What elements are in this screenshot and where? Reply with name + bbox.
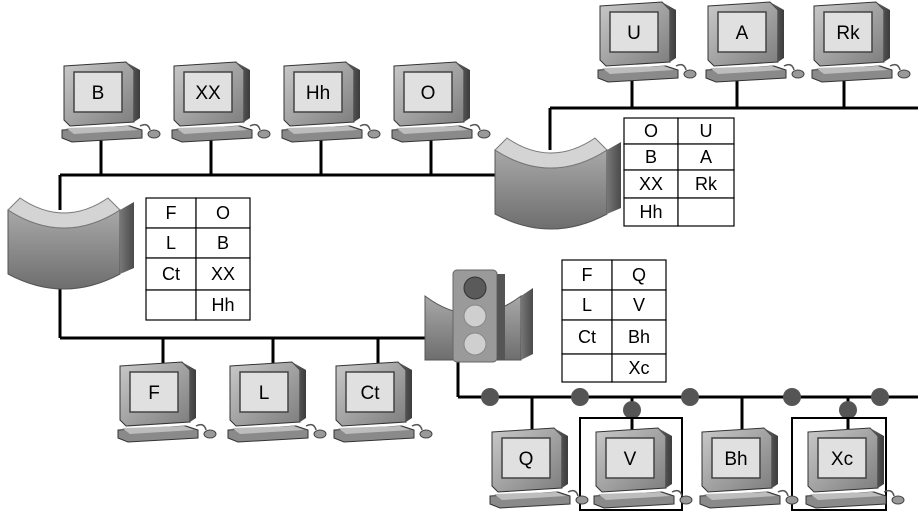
pc-xx[interactable]: XX: [171, 61, 271, 143]
table-cell: XX: [639, 174, 663, 194]
table-cell: Bh: [628, 327, 650, 347]
pc-ct[interactable]: Ct: [333, 361, 433, 443]
table-cell: U: [700, 121, 713, 141]
port-dot: [481, 388, 499, 406]
pc-rk[interactable]: Rk: [811, 1, 911, 83]
pc-xc[interactable]: Xc: [805, 427, 905, 509]
computer-label: V: [624, 449, 637, 470]
bridge-right[interactable]: [494, 137, 621, 230]
pc-o[interactable]: O: [391, 61, 491, 143]
bridge-left[interactable]: [7, 197, 134, 290]
table-cell: B: [217, 233, 229, 253]
bridge-left-table: F O L B Ct XX Hh: [145, 197, 251, 321]
table-cell: Rk: [695, 174, 718, 194]
table-cell: L: [582, 295, 592, 315]
table-cell: B: [645, 147, 657, 167]
pc-f[interactable]: F: [117, 361, 217, 443]
table-cell: Hh: [639, 202, 662, 222]
table-cell: Ct: [162, 264, 180, 284]
computer-label: A: [736, 23, 749, 44]
computer-label: O: [421, 83, 436, 104]
light-yellow: [463, 304, 487, 328]
table-cell: Xc: [628, 358, 649, 378]
table-cell: F: [166, 203, 177, 223]
computer-label: Q: [519, 449, 534, 470]
table-cell: XX: [211, 264, 235, 284]
table-cell: Q: [632, 265, 646, 285]
port-dot: [839, 401, 857, 419]
port-dot: [571, 388, 589, 406]
highlight-box-v: [579, 417, 683, 511]
computer-label: Rk: [836, 23, 860, 44]
table-cell: V: [633, 295, 645, 315]
computer-label: Hh: [306, 83, 330, 104]
computer-label: Ct: [361, 383, 381, 404]
table-cell: A: [700, 147, 712, 167]
pc-b[interactable]: B: [61, 61, 161, 143]
computer-label: Xc: [831, 449, 853, 470]
port-dot: [681, 388, 699, 406]
highlight-box-xc: [791, 417, 887, 511]
pc-bh[interactable]: Bh: [699, 427, 799, 509]
computer-label: F: [148, 383, 160, 404]
table-cell: Hh: [211, 295, 234, 315]
port-dot: [623, 401, 641, 419]
computer-label: Bh: [724, 449, 747, 470]
computer-label: XX: [195, 83, 221, 104]
pc-a[interactable]: A: [705, 1, 805, 83]
pc-hh[interactable]: Hh: [281, 61, 381, 143]
table-cell: O: [216, 203, 230, 223]
switch-traffic-light[interactable]: [424, 269, 533, 363]
pc-q[interactable]: Q: [489, 427, 589, 509]
light-red: [463, 276, 487, 300]
computer-label: B: [92, 83, 105, 104]
port-dot: [871, 388, 889, 406]
computer-label: L: [259, 383, 270, 404]
pc-u[interactable]: U: [597, 1, 697, 83]
table-cell: O: [644, 121, 658, 141]
pc-v[interactable]: V: [593, 427, 693, 509]
computer-label: U: [627, 23, 641, 44]
switch-port-dots: [481, 388, 889, 419]
light-green: [463, 332, 487, 356]
table-cell: Ct: [578, 327, 596, 347]
port-dot: [783, 388, 801, 406]
table-cell: F: [582, 265, 593, 285]
table-cell: L: [166, 233, 176, 253]
pc-l[interactable]: L: [227, 361, 327, 443]
